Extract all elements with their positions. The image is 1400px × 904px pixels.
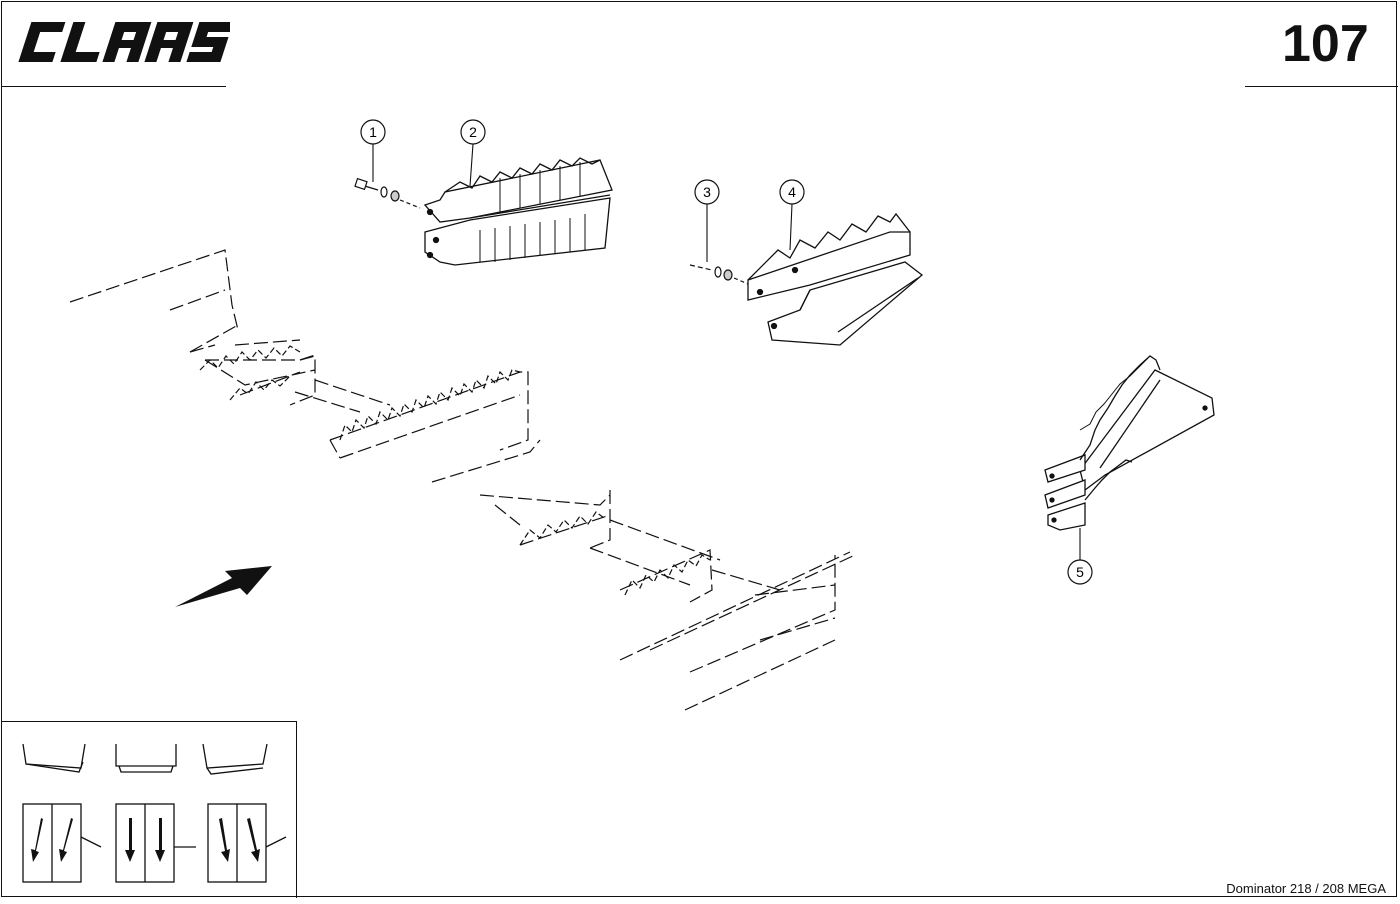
profile-tilt-right: [202, 743, 268, 775]
model-designation: Dominator 218 / 208 MEGA: [1226, 881, 1386, 896]
callout-4: 4: [779, 179, 805, 205]
part-2-plate: [423, 157, 613, 266]
part-3-bolt: [689, 264, 749, 285]
part-5-bracket: [1044, 355, 1215, 531]
configuration-legend: [1, 721, 297, 898]
callout-1: 1: [360, 119, 386, 145]
part-4-plate: [747, 212, 924, 346]
svg-text:1: 1: [369, 124, 377, 140]
callout-2: 2: [460, 119, 486, 145]
page-number: 107: [1282, 15, 1369, 73]
profile-level: [115, 744, 177, 773]
svg-text:4: 4: [788, 184, 796, 200]
phantom-teeth: [199, 345, 711, 596]
phantom-assembly: [69, 249, 856, 711]
configuration-legend-drawing: [22, 743, 287, 883]
svg-text:5: 5: [1076, 564, 1084, 580]
panel-config-center: [115, 803, 196, 883]
profile-tilt-left: [22, 743, 86, 773]
header-rule-right: [1245, 86, 1398, 87]
callout-3: 3: [694, 179, 720, 205]
claas-logo: [18, 22, 230, 62]
panel-config-right: [207, 803, 287, 883]
callout-5: 5: [1067, 559, 1093, 585]
panel-config-left: [22, 803, 102, 883]
part-1-bolt: [354, 177, 421, 209]
header-rule-left: [1, 86, 226, 87]
travel-direction-arrow: [175, 566, 272, 607]
svg-text:2: 2: [469, 124, 477, 140]
flow-arrows: [31, 818, 260, 862]
svg-text:3: 3: [703, 184, 711, 200]
